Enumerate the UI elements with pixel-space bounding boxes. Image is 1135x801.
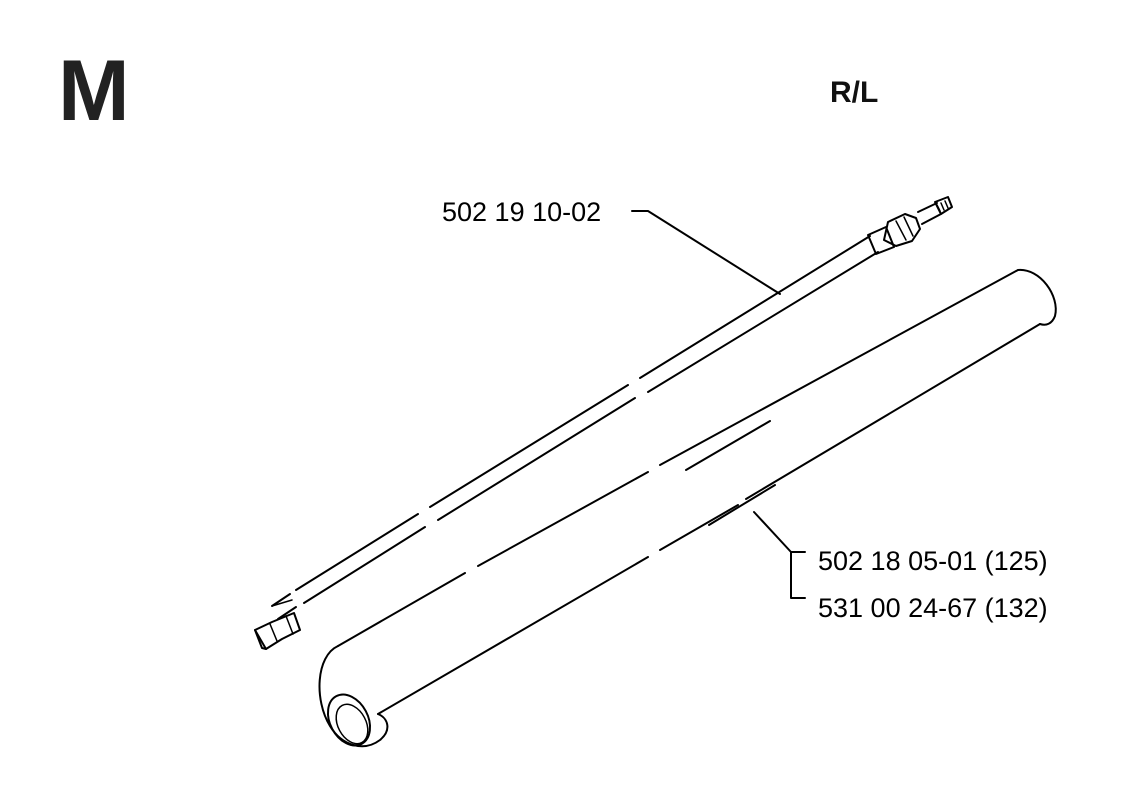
leader-line-tube — [753, 511, 806, 599]
shaft-tube-part-number-132: 531 00 24-67 (132) — [818, 593, 1048, 623]
section-letter: M — [58, 43, 130, 139]
variant-label: R/L — [830, 76, 879, 109]
drive-shaft-drawing — [254, 196, 953, 650]
shaft-tube-drawing — [318, 268, 1057, 748]
leader-line-shaft — [631, 210, 781, 295]
drive-shaft-part-number: 502 19 10-02 — [442, 197, 602, 227]
shaft-tube-part-number-125: 502 18 05-01 (125) — [818, 546, 1048, 576]
